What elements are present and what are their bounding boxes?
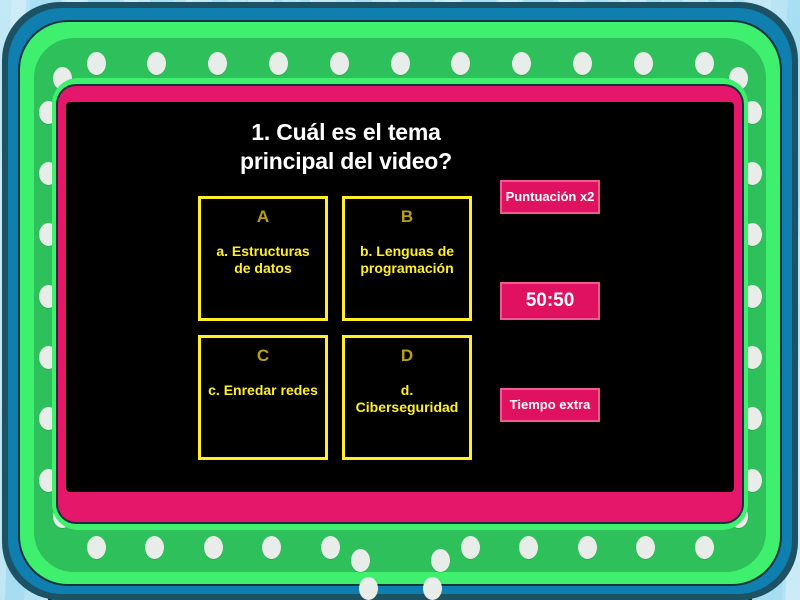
marquee-bulb: [636, 535, 655, 559]
answer-option-a[interactable]: A a. Estructuras de datos: [198, 196, 328, 321]
marquee-bulb: [572, 51, 592, 75]
powerup-double-score[interactable]: Puntuación x2: [500, 180, 600, 214]
answer-letter-b: B: [400, 207, 414, 226]
answer-letter-a: A: [256, 207, 270, 226]
question-line-2: principal del video?: [240, 148, 452, 175]
marquee-bulb: [633, 51, 653, 75]
answer-letter-c: C: [256, 346, 270, 365]
marquee-bulb: [430, 548, 450, 572]
answer-text-a: a. Estructuras de datos: [216, 243, 310, 277]
answer-text-c: c. Enredar redes: [208, 382, 318, 398]
marquee-bulb: [86, 51, 106, 75]
answer-grid: A a. Estructuras de datos B b. Lenguas d…: [198, 196, 476, 474]
marquee-bulb: [694, 535, 714, 559]
answer-row-bottom: C c. Enredar redes D d. Ciberseguridad: [198, 335, 476, 460]
marquee-bulb: [350, 548, 370, 572]
marquee-bulb: [208, 51, 228, 75]
question-line-1: 1. Cuál es el tema: [251, 119, 441, 145]
powerup-extra-time[interactable]: Tiempo extra: [500, 388, 600, 422]
marquee-bulb: [460, 535, 480, 559]
marquee-bulb: [390, 51, 410, 75]
marquee-bulb: [320, 535, 340, 559]
marquee-bulb: [512, 51, 532, 75]
answer-text-d: d. Ciberseguridad: [355, 382, 459, 416]
answer-letter-d: D: [400, 346, 414, 365]
marquee-bulb: [422, 576, 442, 600]
marquee-bulb: [262, 535, 281, 559]
marquee-bulb: [694, 51, 714, 75]
marquee-bulb: [577, 535, 597, 559]
marquee-bulb: [145, 535, 164, 559]
answer-option-d[interactable]: D d. Ciberseguridad: [342, 335, 472, 460]
marquee-bulb: [329, 51, 349, 75]
answer-option-c[interactable]: C c. Enredar redes: [198, 335, 328, 460]
marquee-bulb: [268, 51, 288, 75]
answer-text-b: b. Lenguas de programación: [359, 243, 455, 277]
marquee-bulb: [147, 51, 167, 75]
marquee-bulb: [86, 535, 106, 559]
answer-option-b[interactable]: B b. Lenguas de programación: [342, 196, 472, 321]
question-text: 1. Cuál es el tema principal del video?: [96, 118, 596, 177]
marquee-bulb: [203, 535, 223, 559]
marquee-bulb: [358, 576, 378, 600]
powerup-fifty-fifty[interactable]: 50:50: [500, 282, 600, 320]
powerup-panel: Puntuación x2 50:50 Tiempo extra: [500, 180, 600, 422]
answer-row-top: A a. Estructuras de datos B b. Lenguas d…: [198, 196, 476, 321]
marquee-bulb: [451, 51, 471, 75]
marquee-bulb: [519, 535, 538, 559]
